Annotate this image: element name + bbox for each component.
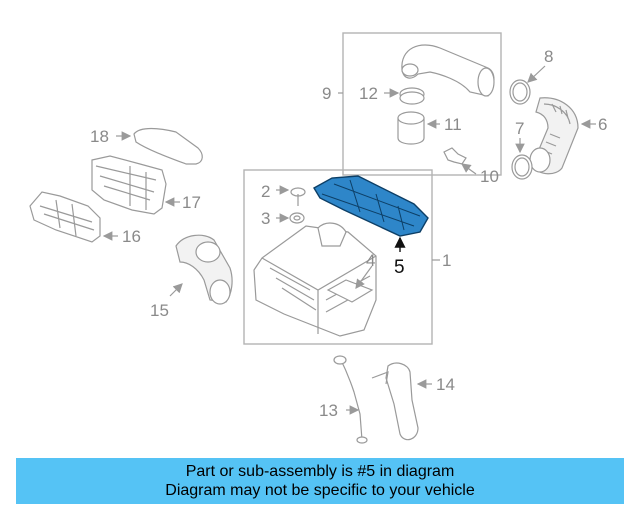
callout-17: 17 <box>182 193 201 212</box>
callout-12: 12 <box>359 84 378 103</box>
hose-part-14 <box>371 362 432 441</box>
sleeve-part-11 <box>397 111 440 145</box>
group-frame-intake-tube <box>342 32 502 176</box>
callout-4: 4 <box>366 251 375 270</box>
callout-1: 1 <box>442 251 451 270</box>
hose-part-6 <box>529 97 596 175</box>
clamp-part-8 <box>509 65 546 105</box>
callout-18: 18 <box>90 127 109 146</box>
cover-part-18 <box>116 127 203 165</box>
air-cleaner-housing-part-4 <box>253 222 377 337</box>
grommet-part-3 <box>276 212 305 224</box>
callout-7: 7 <box>515 119 524 138</box>
callout-16: 16 <box>122 227 141 246</box>
bolt-part-10 <box>443 147 477 175</box>
info-banner: Part or sub-assembly is #5 in diagram Di… <box>16 458 624 504</box>
callout-15: 15 <box>150 301 169 320</box>
elbow-hose-part-15 <box>169 234 233 305</box>
clamp-part-12 <box>384 87 425 105</box>
group-frame-air-cleaner <box>243 169 433 345</box>
bolt-part-2 <box>276 185 306 206</box>
callout-11: 11 <box>444 115 462 134</box>
callout-9: 9 <box>322 84 331 103</box>
callout-3: 3 <box>261 209 270 228</box>
callout-10: 10 <box>480 167 499 186</box>
callout-6: 6 <box>598 115 607 134</box>
lid-part-5-highlighted <box>313 175 429 252</box>
callout-2: 2 <box>261 182 270 201</box>
tube-part-13 <box>333 355 368 444</box>
callout-8: 8 <box>544 47 553 66</box>
air-duct-part-17 <box>91 155 180 215</box>
banner-line-2: Diagram may not be specific to your vehi… <box>165 482 475 499</box>
callout-14: 14 <box>436 375 455 394</box>
air-inlet-part-16 <box>29 191 118 243</box>
banner-line-1: Part or sub-assembly is #5 in diagram <box>185 463 455 480</box>
callout-5: 5 <box>394 257 405 278</box>
clamp-part-7 <box>511 138 533 180</box>
callout-13: 13 <box>319 401 338 420</box>
intake-tube-part-9 <box>338 44 495 97</box>
